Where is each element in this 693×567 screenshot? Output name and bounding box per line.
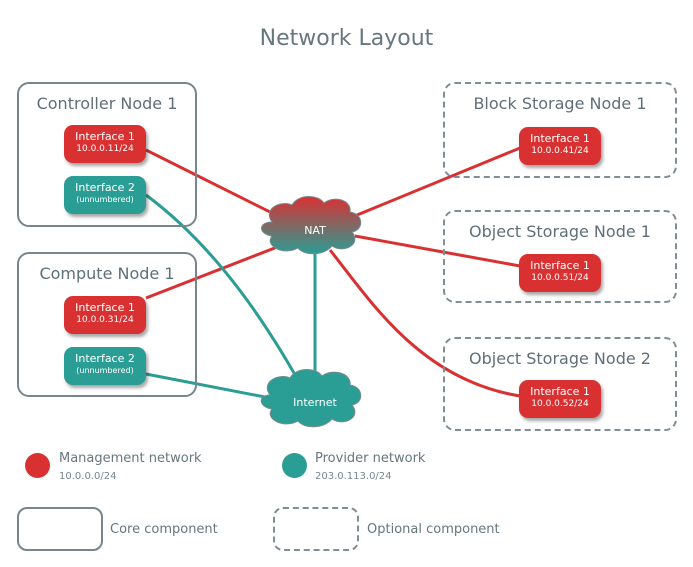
compute-interface-1[interactable]: Interface 1 10.0.0.31/24 xyxy=(64,296,146,334)
nat-cloud-icon xyxy=(261,196,362,255)
node-title: Controller Node 1 xyxy=(36,94,178,113)
block-storage-interface-1[interactable]: Interface 1 10.0.0.41/24 xyxy=(519,127,601,165)
node-title: Block Storage Node 1 xyxy=(473,94,647,113)
interface-address: 10.0.0.11/24 xyxy=(76,144,134,154)
provider-network-legend-label: Provider network xyxy=(315,451,426,466)
nat-label: NAT xyxy=(304,224,326,237)
interface-address: 10.0.0.41/24 xyxy=(531,146,589,156)
interface-name: Interface 2 xyxy=(75,352,135,365)
link-controller-nat xyxy=(145,148,291,224)
diagram-title: Network Layout xyxy=(259,26,434,51)
link-object2-nat xyxy=(328,249,521,398)
block-storage-node: Block Storage Node 1 xyxy=(443,82,677,178)
object-storage-node-1: Object Storage Node 1 xyxy=(443,210,677,303)
optional-component-legend-icon xyxy=(273,507,359,551)
link-block-nat xyxy=(344,146,521,222)
management-network-legend-icon xyxy=(25,453,50,478)
provider-network-legend-icon xyxy=(282,453,307,478)
interface-address: 10.0.0.52/24 xyxy=(531,399,589,409)
controller-interface-2[interactable]: Interface 2 (unnumbered) xyxy=(64,176,146,214)
link-compute-nat xyxy=(145,242,286,300)
internet-cloud-icon xyxy=(260,369,362,428)
node-title: Compute Node 1 xyxy=(39,264,175,283)
management-network-legend-label: Management network xyxy=(59,451,202,466)
object-storage-node-2: Object Storage Node 2 xyxy=(443,337,677,431)
interface-name: Interface 1 xyxy=(530,385,590,398)
controller-node: Controller Node 1 xyxy=(17,82,197,227)
interface-address: (unnumbered) xyxy=(76,195,134,204)
provider-network-legend-subnet: 203.0.113.0/24 xyxy=(315,471,392,482)
link-object1-nat xyxy=(354,234,521,268)
interface-name: Interface 1 xyxy=(530,132,590,145)
core-component-legend-icon xyxy=(17,507,103,551)
interface-address: (unnumbered) xyxy=(76,366,134,375)
object-storage-1-interface-1[interactable]: Interface 1 10.0.0.51/24 xyxy=(519,254,601,292)
compute-interface-2[interactable]: Interface 2 (unnumbered) xyxy=(64,347,146,385)
interface-address: 10.0.0.51/24 xyxy=(531,273,589,283)
management-network-legend-subnet: 10.0.0.0/24 xyxy=(59,471,117,482)
interface-name: Interface 1 xyxy=(530,259,590,272)
node-title: Object Storage Node 1 xyxy=(469,222,651,241)
optional-component-legend-label: Optional component xyxy=(367,522,500,537)
controller-interface-1[interactable]: Interface 1 10.0.0.11/24 xyxy=(64,125,146,163)
internet-label: Internet xyxy=(293,396,337,409)
interface-name: Interface 1 xyxy=(75,130,135,143)
interface-name: Interface 2 xyxy=(75,181,135,194)
core-component-legend-label: Core component xyxy=(110,522,218,537)
object-storage-2-interface-1[interactable]: Interface 1 10.0.0.52/24 xyxy=(519,380,601,418)
node-title: Object Storage Node 2 xyxy=(469,349,651,368)
link-controller-internet xyxy=(145,193,304,388)
link-compute-internet xyxy=(145,372,271,400)
interface-address: 10.0.0.31/24 xyxy=(76,315,134,325)
interface-name: Interface 1 xyxy=(75,301,135,314)
compute-node: Compute Node 1 xyxy=(17,252,197,397)
